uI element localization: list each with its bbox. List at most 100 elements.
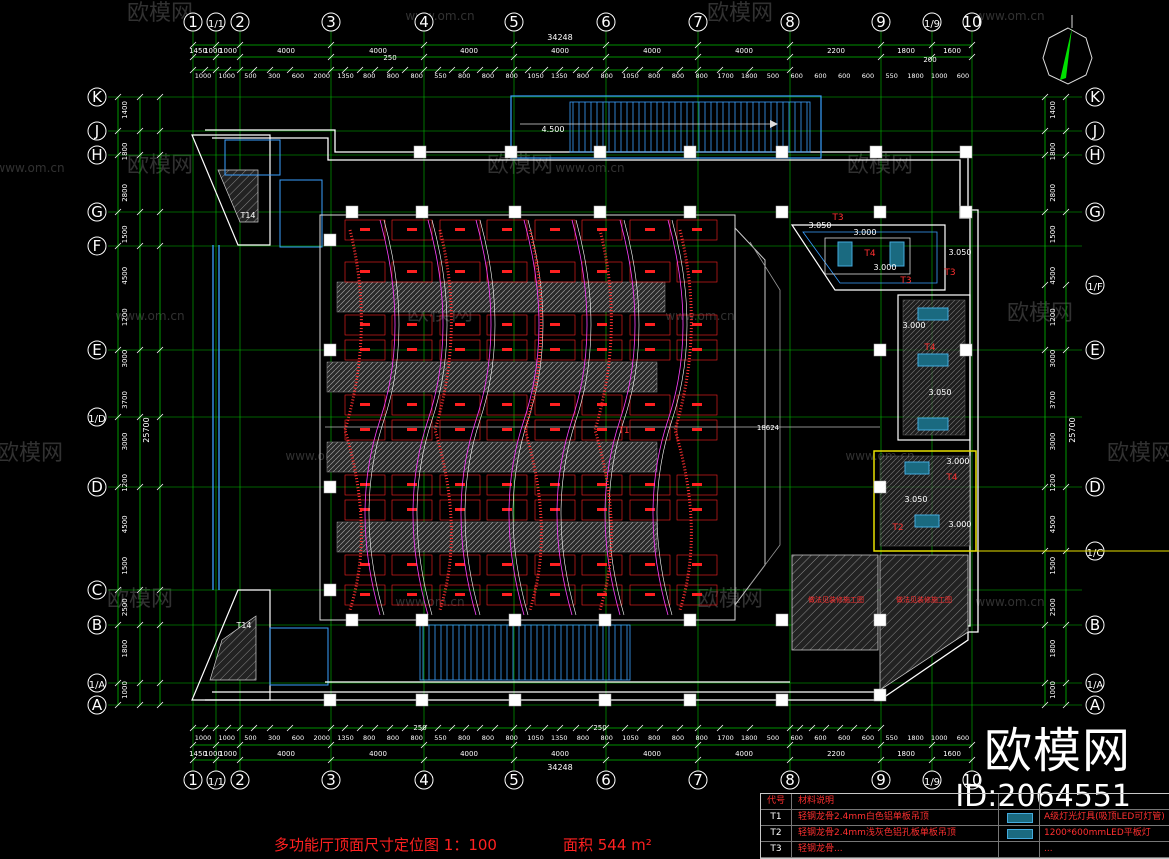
dim-label-bottom2: 1350 <box>551 734 568 742</box>
legend-note: 1200*600mmLED平板灯 <box>1044 828 1151 838</box>
axis-bubble-bottom: 8 <box>780 770 800 790</box>
axis-bubble-right: E <box>1085 340 1105 360</box>
watermark-brand-small: 欧模网 <box>707 1 773 26</box>
dim-label-top2: 800 <box>696 72 708 80</box>
column <box>959 205 973 219</box>
watermark-site: www.om.cn <box>975 595 1044 609</box>
dim-label-bottom2: 1050 <box>622 734 639 742</box>
axis-bubble-left: D <box>87 477 107 497</box>
axis-label: 3 <box>326 771 336 789</box>
column <box>508 205 522 219</box>
dim-label-top2: 600 <box>292 72 304 80</box>
watermark-brand: 欧模网 <box>983 723 1131 779</box>
dim-label-bottom2: 800 <box>506 734 518 742</box>
dim-label-top2: 550 <box>886 72 898 80</box>
axis-label: 1 <box>188 13 198 31</box>
dim-label-right: 3700 <box>1049 391 1057 409</box>
column <box>775 693 789 707</box>
dim-total-vertical: 25700 <box>142 417 151 442</box>
label-hatched-note: 做法见装修施工图 <box>896 595 952 604</box>
watermark-brand-small: 欧模网 <box>697 587 763 612</box>
axis-label: 1/1 <box>208 777 224 788</box>
dim-label-bottom2: 600 <box>292 734 304 742</box>
dim-label-left: 1800 <box>121 640 129 658</box>
watermark-site: www.om.cn <box>665 309 734 323</box>
axis-bubble-right: A <box>1085 695 1105 715</box>
dim-label-top2: 600 <box>791 72 803 80</box>
dim-label-bottom2: 800 <box>601 734 613 742</box>
column <box>775 145 789 159</box>
watermark-brand-small: 欧模网 <box>127 1 193 26</box>
dimension-chains <box>114 41 1070 764</box>
axis-label: H <box>1089 146 1100 164</box>
dim-label-top: 1600 <box>943 47 961 55</box>
column <box>869 145 883 159</box>
watermark-brand-small: 欧模网 <box>1007 301 1073 326</box>
axis-bubble-left: K <box>87 87 107 107</box>
axis-bubble-top: 4 <box>414 12 434 32</box>
right-rooms <box>790 224 1169 691</box>
label-elevation: 3.050 <box>949 248 972 257</box>
axis-bubble-top: 7 <box>688 12 708 32</box>
axis-bubble-right: D <box>1085 477 1105 497</box>
dim-label-top2: 600 <box>814 72 826 80</box>
dim-label-top2: 600 <box>838 72 850 80</box>
plan-area: 面积 544 m² <box>563 836 652 854</box>
legend-code: T2 <box>761 826 792 841</box>
dim-label-top: 1000 <box>204 47 222 55</box>
column <box>873 343 887 357</box>
dim-label-top: 4000 <box>735 47 753 55</box>
dim-label-bottom2: 800 <box>458 734 470 742</box>
axis-label: 8 <box>785 771 795 789</box>
dim-label-bottom2: 1050 <box>527 734 544 742</box>
column <box>873 480 887 494</box>
dim-label-left: 1500 <box>121 225 129 243</box>
dim-label-top2: 1700 <box>717 72 734 80</box>
label-center-dim: 18624 <box>757 424 780 432</box>
dim-label-right: 1000 <box>1049 681 1057 699</box>
axis-bubble-right: H <box>1085 145 1105 165</box>
dim-label-left: 1200 <box>121 308 129 326</box>
dim-label-left: 4500 <box>121 515 129 533</box>
dim-label-right: 1800 <box>1049 143 1057 161</box>
watermark-site: www.om.cn <box>115 309 184 323</box>
dim-label-top2: 800 <box>387 72 399 80</box>
dim-label-left: 4500 <box>121 267 129 285</box>
column <box>598 613 612 627</box>
axis-label: 1 <box>188 771 198 789</box>
stair-top-left <box>191 134 323 248</box>
column <box>683 145 697 159</box>
axis-bubble-right: B <box>1085 615 1105 635</box>
label-elevation: 3.050 <box>905 495 928 504</box>
dim-label-bottom2: 2000 <box>313 734 330 742</box>
column <box>508 693 522 707</box>
dim-label-left: 2800 <box>121 184 129 202</box>
axis-label: J <box>94 122 99 140</box>
dim-misc: 250 <box>593 724 606 732</box>
axis-label: C <box>92 581 102 599</box>
dim-label-top2: 1000 <box>931 72 948 80</box>
dim-label-top2: 1350 <box>551 72 568 80</box>
dim-label-bottom: 1450 <box>189 750 207 758</box>
legend-desc: 轻钢龙骨2.4mm浅灰色铝孔板单板吊顶 <box>792 826 999 841</box>
dim-label-bottom2: 1000 <box>931 734 948 742</box>
column <box>323 343 337 357</box>
label-elevation: 3.000 <box>949 520 972 529</box>
dim-label-bottom2: 1800 <box>741 734 758 742</box>
axis-label: 4 <box>419 13 429 31</box>
dim-label-top2: 800 <box>482 72 494 80</box>
watermark-id: ID:2064551 <box>955 779 1131 814</box>
legend-row: T2 轻钢龙骨2.4mm浅灰色铝孔板单板吊顶 1200*600mmLED平板灯 <box>761 826 1169 842</box>
column <box>775 613 789 627</box>
axis-bubble-bottom: 10 <box>962 770 982 790</box>
axis-label: 2 <box>235 13 245 31</box>
dim-label-top: 4000 <box>277 47 295 55</box>
dim-label-top2: 800 <box>411 72 423 80</box>
dim-label-top: 1800 <box>897 47 915 55</box>
column <box>504 145 518 159</box>
dim-label-bottom: 4000 <box>369 750 387 758</box>
legend-code: T1 <box>761 810 792 825</box>
label-t3: T3 <box>899 276 911 286</box>
dim-label-right: 1500 <box>1049 225 1057 243</box>
axis-label: 1/A <box>89 680 106 691</box>
